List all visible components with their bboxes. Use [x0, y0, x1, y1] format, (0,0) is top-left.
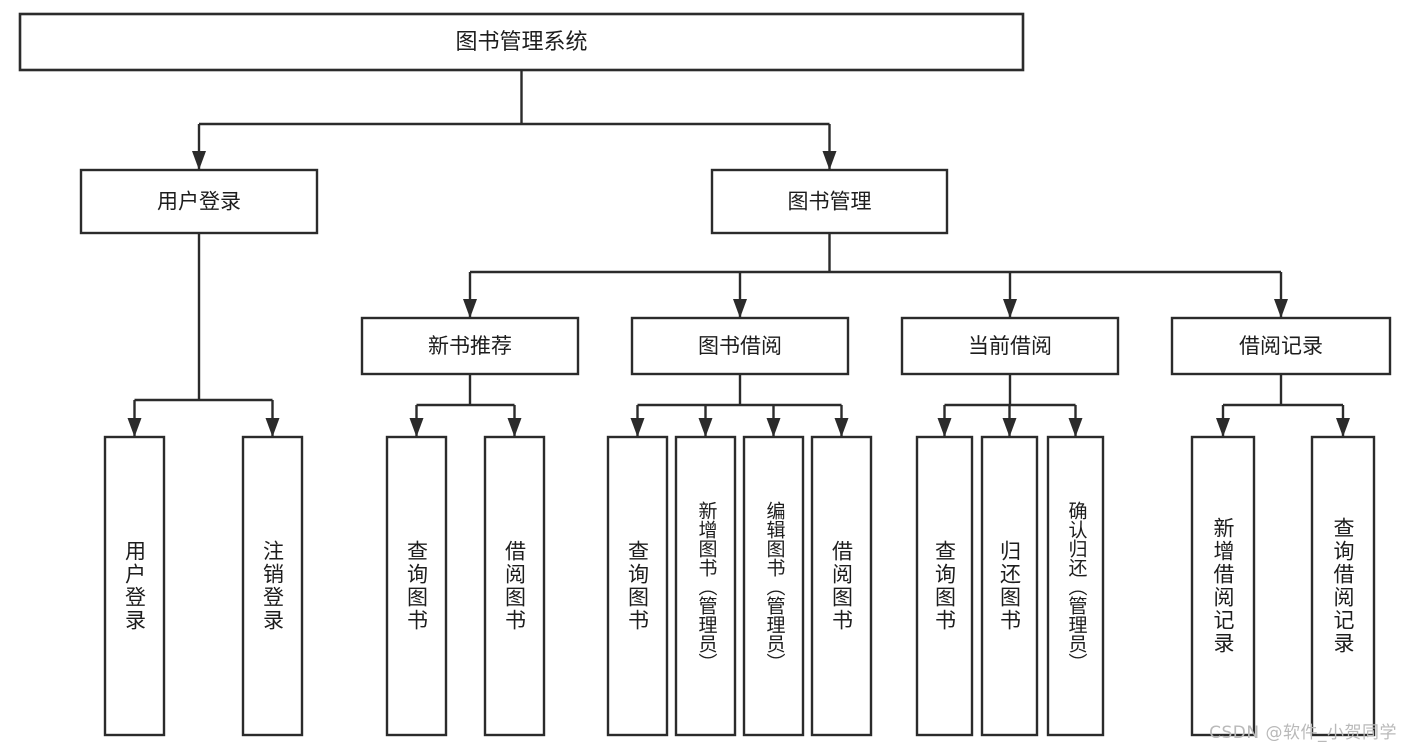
node-查询借阅记录-box[interactable]	[1310, 435, 1376, 737]
node-借阅图书-box[interactable]	[810, 435, 873, 737]
node-图书管理系统-label: 图书管理系统	[455, 30, 587, 55]
arrow-head-icon	[507, 418, 522, 437]
arrow-head-icon	[463, 299, 477, 318]
arrow-head-icon	[630, 418, 645, 437]
node-图书管理-box[interactable]	[710, 168, 949, 235]
node-查询图书-box[interactable]	[385, 435, 448, 737]
arrow-head-icon	[1003, 299, 1017, 318]
node-查询图书-box[interactable]	[915, 435, 974, 737]
arrow-head-icon	[698, 418, 713, 437]
node-用户登录-label: 用户登录	[157, 190, 241, 214]
node-新书推荐-label: 新书推荐	[428, 334, 512, 358]
node-图书借阅-box[interactable]	[630, 316, 850, 376]
arrow-head-icon	[733, 299, 747, 318]
node-借阅记录-label: 借阅记录	[1239, 334, 1323, 358]
node-图书管理系统-box[interactable]	[18, 12, 1025, 72]
node-确认归还管理员-box[interactable]	[1046, 435, 1105, 737]
arrow-head-icon	[766, 418, 781, 437]
node-编辑图书管理员-box[interactable]	[742, 435, 805, 737]
arrow-head-icon	[1002, 418, 1017, 437]
node-图书借阅-label: 图书借阅	[698, 334, 782, 358]
node-借阅记录-box[interactable]	[1170, 316, 1392, 376]
node-用户登录-box[interactable]	[79, 168, 319, 235]
node-用户登录-box[interactable]	[103, 435, 166, 737]
connectors-layer	[127, 70, 1350, 437]
node-注销登录-box[interactable]	[241, 435, 304, 737]
node-归还图书-box[interactable]	[980, 435, 1039, 737]
node-新增图书管理员-box[interactable]	[674, 435, 737, 737]
node-当前借阅-label: 当前借阅	[968, 334, 1052, 358]
arrow-head-icon	[822, 151, 837, 170]
node-当前借阅-box[interactable]	[900, 316, 1120, 376]
node-新增借阅记录-box[interactable]	[1190, 435, 1256, 737]
arrow-head-icon	[1274, 299, 1288, 318]
node-查询图书-box[interactable]	[606, 435, 669, 737]
arrow-head-icon	[1336, 418, 1350, 437]
arrow-head-icon	[1068, 418, 1083, 437]
node-新书推荐-box[interactable]	[360, 316, 580, 376]
arrow-head-icon	[265, 418, 280, 437]
arrow-head-icon	[937, 418, 952, 437]
arrow-head-icon	[409, 418, 424, 437]
arrow-head-icon	[127, 418, 142, 437]
arrow-head-icon	[834, 418, 849, 437]
watermark: CSDN @软件_小贺同学	[1209, 723, 1397, 743]
node-图书管理-label: 图书管理	[788, 190, 872, 214]
arrow-head-icon	[1216, 418, 1230, 437]
node-借阅图书-box[interactable]	[483, 435, 546, 737]
boxes-layer	[18, 12, 1392, 737]
arrow-head-icon	[192, 151, 206, 170]
